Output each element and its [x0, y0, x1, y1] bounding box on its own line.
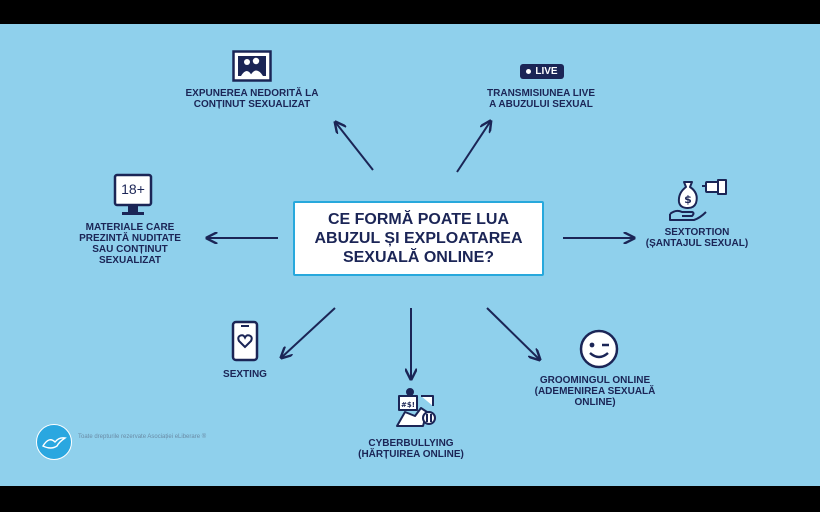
phone-heart-icon	[231, 320, 259, 362]
arrow-grooming	[486, 307, 539, 359]
node-expunerea: EXPUNEREA NEDORITĂ LA CONȚINUT SEXUALIZA…	[185, 88, 319, 110]
arrow-expunerea	[336, 123, 374, 171]
node-sextortion: SEXTORTION (ȘANTAJUL SEXUAL)	[645, 227, 749, 249]
node-grooming: GROOMINGUL ONLINE (ADEMENIREA SEXUALĂ ON…	[534, 375, 656, 408]
eliberare-logo	[36, 424, 72, 460]
node-cyberbullying: CYBERBULLYING (HĂRȚUIREA ONLINE)	[358, 438, 464, 460]
badge-18-plus: 18+	[121, 181, 145, 197]
central-question-box: CE FORMĂ POATE LUA ABUZUL ȘI EXPLOATAREA…	[293, 201, 544, 276]
infographic-canvas: CE FORMĂ POATE LUA ABUZUL ȘI EXPLOATAREA…	[0, 24, 820, 486]
node-materiale: MATERIALE CARE PREZINTĂ NUDITATE SAU CON…	[79, 222, 181, 266]
copyright-text: Toate drepturile rezervate Asociației eL…	[78, 434, 207, 440]
logo-bird-icon	[42, 437, 67, 449]
node-transmisiunea: TRANSMISIUNEA LIVE A ABUZULUI SEXUAL	[487, 88, 595, 110]
central-question-line3: SEXUALĂ ONLINE?	[342, 249, 495, 266]
node-sexting: SEXTING	[223, 369, 267, 380]
winking-face-icon	[579, 329, 619, 369]
live-dot-icon	[526, 69, 532, 74]
arrow-sexting	[282, 307, 336, 357]
picture-frame-icon	[232, 50, 272, 82]
svg-text:$: $	[684, 193, 692, 206]
monitor-icon	[113, 173, 153, 215]
cyberbullying-icon: #$!	[396, 388, 436, 427]
central-question-line1: CE FORMĂ POATE LUA	[327, 211, 510, 228]
arrow-transmisiunea	[456, 122, 490, 173]
money-bag-hand-icon: $	[669, 179, 727, 221]
svg-text:#$!: #$!	[401, 401, 415, 409]
live-badge-icon: LIVE	[520, 64, 564, 79]
central-question-line2: ABUZUL ȘI EXPLOATAREA	[314, 230, 523, 247]
connector-arrows	[0, 24, 820, 486]
